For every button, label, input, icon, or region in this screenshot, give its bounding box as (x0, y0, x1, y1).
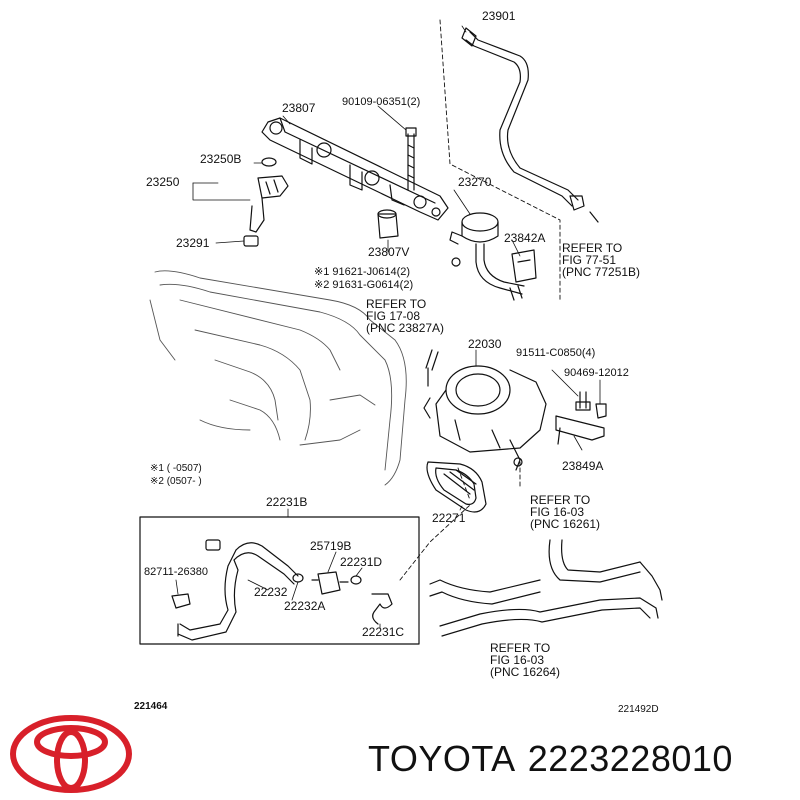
clamp-82711 (171, 593, 191, 609)
label-23842a: 23842A (504, 231, 546, 245)
coolant-hose-lower (439, 561, 663, 637)
label-23849a: 23849A (562, 459, 604, 473)
dashed-leaders (399, 19, 561, 581)
label-25719b: 25719B (310, 539, 352, 553)
label-23901: 23901 (482, 9, 516, 23)
label-23807v: 23807V (368, 245, 410, 259)
injector-seal (243, 235, 259, 247)
figure-code-right: 221492D (618, 704, 659, 715)
fuel-delivery-pipe (261, 117, 449, 221)
bolt-91511 (575, 391, 591, 411)
label-91621: ※1 91621-J0614(2) (314, 266, 411, 278)
label-23807: 23807 (282, 101, 316, 115)
label-22231d: 22231D (340, 555, 383, 569)
label-91511: 91511-C0850(4) (516, 347, 596, 359)
insulator (377, 209, 399, 239)
bolt-90109 (405, 127, 417, 191)
footnote-1: ※1 ( -0507) (150, 463, 202, 474)
hose-clamp-top (205, 539, 221, 551)
figure-code-left: 221464 (134, 701, 168, 712)
label-22232: 22232 (254, 585, 288, 599)
label-23270: 23270 (458, 175, 492, 189)
hose-kit-box (139, 516, 420, 645)
gasket (426, 461, 487, 513)
label-23250: 23250 (146, 175, 180, 189)
label-22231b: 22231B (266, 495, 308, 509)
footnote-2: ※2 (0507- ) (150, 476, 202, 487)
pressure-regulator (449, 212, 525, 301)
clamp-22231d (350, 575, 362, 585)
label-22271: 22271 (432, 511, 466, 525)
hose-clip (511, 249, 537, 283)
label-22231c: 22231C (362, 625, 405, 639)
hose-22232 (177, 542, 299, 641)
brand-line: TOYOTA 2223228010 (368, 738, 745, 780)
label-82711: 82711-26380 (144, 566, 209, 578)
throttle-body (423, 365, 547, 471)
bracket (555, 415, 605, 445)
label-90109: 90109-06351(2) (342, 96, 421, 108)
hose-22231c (371, 593, 393, 625)
vsv-valve (311, 571, 349, 595)
label-22030: 22030 (468, 337, 502, 351)
label-91631: ※2 91631-G0614(2) (314, 279, 414, 291)
label-23250b: 23250B (200, 152, 242, 166)
o-ring (261, 157, 277, 167)
water-hose-stub (425, 349, 439, 371)
label-23291: 23291 (176, 236, 210, 250)
toyota-logo-icon (10, 715, 132, 793)
fuel-hose (461, 27, 599, 223)
label-90469: 90469-12012 (564, 367, 629, 379)
clip-90469 (595, 403, 607, 419)
engine-outline (149, 270, 407, 486)
part-number: 2223228010 (527, 738, 733, 779)
brand-name: TOYOTA (368, 738, 516, 779)
leader-lines (175, 25, 601, 629)
label-22232a: 22232A (284, 599, 326, 613)
fuel-injector (249, 175, 289, 233)
coolant-hose-upper (429, 539, 641, 605)
